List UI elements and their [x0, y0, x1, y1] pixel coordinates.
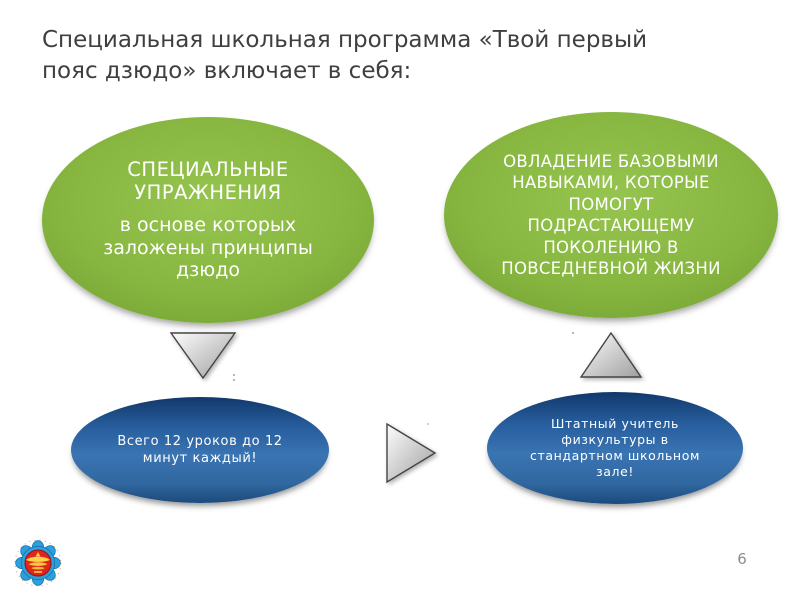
slide-title: Специальная школьная программа «Твой пер… — [42, 25, 647, 87]
stray-mark — [233, 379, 235, 381]
slide-title-line-1: Специальная школьная программа «Твой пер… — [42, 27, 648, 53]
green-left-body-line: дзюдо — [176, 259, 240, 282]
blue-right-line: физкультуры в — [561, 432, 669, 447]
green-right-line: ПОДРАСТАЮЩЕМУ — [527, 216, 695, 235]
green-ellipse-basic-skills: ОВЛАДЕНИЕ БАЗОВЫМИ НАВЫКАМИ, КОТОРЫЕ ПОМ… — [444, 112, 778, 318]
green-left-heading: СПЕЦИАЛЬНЫЕ УПРАЖНЕНИЯ — [127, 158, 288, 204]
green-left-body: в основе которых заложены принципы дзюдо — [103, 214, 313, 282]
green-right-line: ПОВСЕДНЕВНОЙ ЖИЗНИ — [501, 259, 721, 278]
green-right-line: ПОМОГУТ — [568, 194, 654, 214]
blue-left-line: Всего 12 уроков до 12 — [117, 434, 283, 449]
up-arrow-icon — [579, 331, 643, 378]
blue-ellipse-teacher: Штатный учитель физкультуры в стандартно… — [487, 392, 743, 504]
green-left-heading-line: УПРАЖНЕНИЯ — [134, 181, 282, 205]
blue-ellipse-lessons: Всего 12 уроков до 12 минут каждый! — [71, 397, 329, 503]
blue-right-line: Штатный учитель — [551, 416, 679, 431]
green-right-line: НАВЫКАМИ, КОТОРЫЕ — [512, 173, 710, 192]
slide-title-line-2: пояс дзюдо» включает в себя: — [42, 58, 412, 84]
blue-right-line: стандартном школьном — [530, 448, 700, 463]
right-arrow-icon — [386, 422, 437, 484]
green-right-line: ПОКОЛЕНИЮ В — [543, 237, 679, 257]
stray-mark — [427, 423, 429, 425]
green-left-body-line: в основе которых — [119, 214, 297, 237]
green-left-body-line: заложены принципы — [103, 236, 313, 259]
judo-federation-emblem-icon — [14, 539, 62, 587]
stray-mark — [233, 374, 235, 376]
green-ellipse-special-exercises: СПЕЦИАЛЬНЫЕ УПРАЖНЕНИЯ в основе которых … — [42, 117, 374, 323]
down-arrow-icon — [169, 332, 237, 380]
blue-right-line: зале! — [596, 464, 634, 479]
green-right-line: ОВЛАДЕНИЕ БАЗОВЫМИ — [503, 151, 719, 171]
stray-mark — [572, 332, 574, 334]
page-number: 6 — [737, 550, 747, 568]
green-left-heading-line: СПЕЦИАЛЬНЫЕ — [127, 158, 289, 182]
blue-left-line: минут каждый! — [142, 451, 258, 466]
